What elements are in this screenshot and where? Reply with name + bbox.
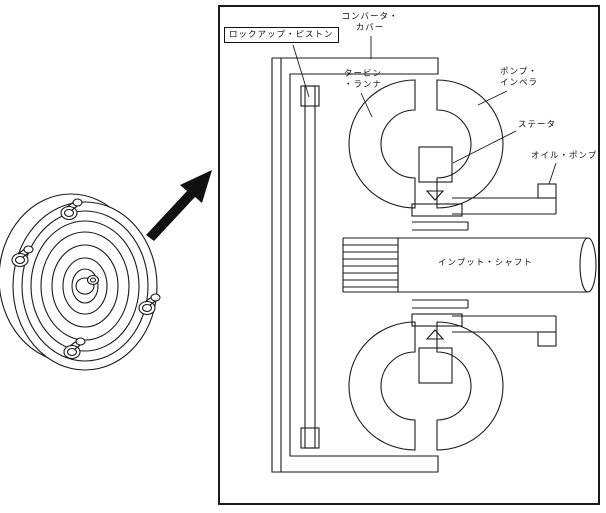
oil-pump-top-shape: [452, 183, 557, 215]
label-lockup-piston: ロックアップ・ピストン: [224, 27, 339, 43]
label-lockup-piston-text: ロックアップ・ピストン: [229, 30, 334, 40]
turbine-runner-bottom-shape: [348, 321, 416, 451]
stator-bottom-shape: [411, 299, 469, 384]
label-turbine-runner-line2: ・ランナ: [344, 80, 383, 90]
input-shaft-shape: [342, 237, 597, 293]
label-converter-cover-line2: カバー: [355, 23, 385, 33]
label-oil-pump: オイル・ポンプ: [531, 151, 597, 162]
label-input-shaft: インプット・シャフト: [438, 258, 533, 269]
lockup-piston-leader-line: [292, 44, 310, 98]
label-pump-impeller-line1: ポンプ・: [500, 67, 538, 77]
leader-lines: [292, 36, 557, 185]
label-stator-text: ステータ: [518, 120, 557, 130]
label-stator: ステータ: [518, 120, 556, 131]
label-converter-cover-line1: コンバータ・: [341, 12, 399, 22]
label-oil-pump-text: オイル・ポンプ: [531, 151, 598, 161]
oil-pump-bottom-shape: [452, 315, 557, 347]
hub-cap: [86, 274, 100, 286]
cross-section-box: [218, 5, 600, 505]
label-converter-cover: コンバータ・ カバー: [336, 12, 404, 34]
pump-impeller-bottom-shape: [436, 321, 504, 451]
label-pump-impeller: ポンプ・ インペラ: [500, 67, 538, 89]
torque-converter-3d-view: [0, 193, 161, 371]
turbine-runner-top-shape: [348, 79, 416, 209]
oil-pump-leader-line: [548, 162, 557, 185]
lockup-piston-shape: [300, 85, 320, 449]
label-turbine-runner: タービン ・ランナ: [344, 69, 382, 91]
spline-hatching: [343, 244, 398, 288]
label-pump-impeller-line2: インペラ: [500, 78, 539, 88]
label-turbine-runner-line1: タービン: [344, 69, 383, 79]
turbine-runner-leader-line: [360, 92, 373, 118]
pump-impeller-leader-line: [477, 90, 508, 106]
label-input-shaft-text: インプット・シャフト: [438, 258, 533, 268]
pump-impeller-top-shape: [436, 79, 504, 209]
stator-top-shape: [411, 146, 469, 231]
pointer-arrow: [146, 170, 212, 241]
converter-cover-shape: [271, 57, 439, 473]
stator-leader-line: [452, 130, 517, 164]
